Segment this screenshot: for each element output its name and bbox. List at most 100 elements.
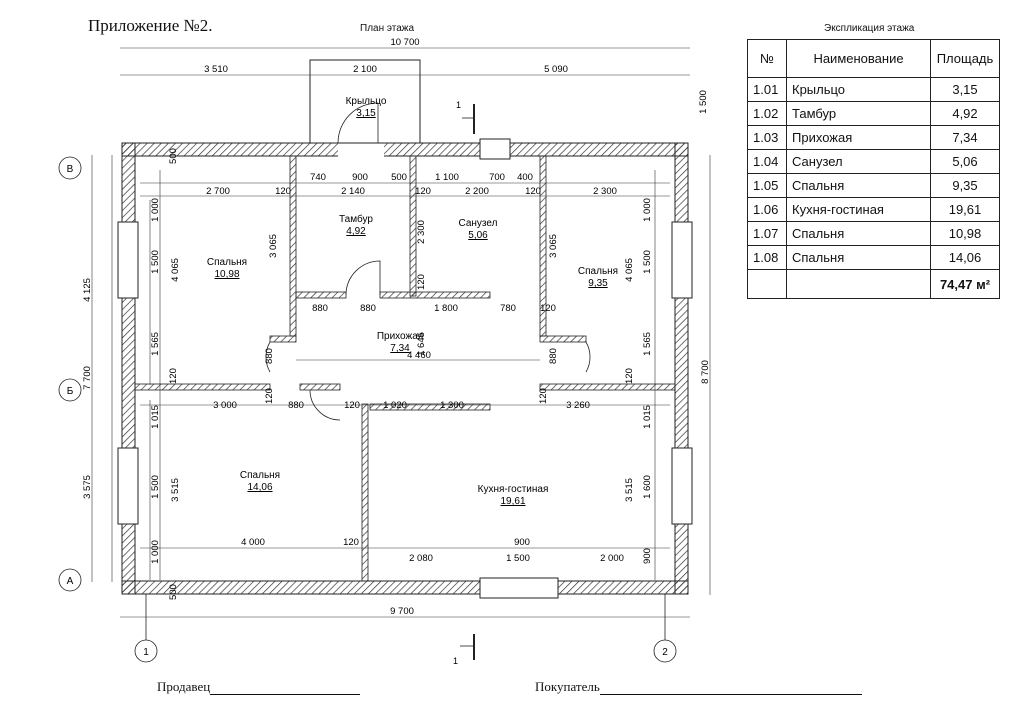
- dim-right-inner-5: 1 600: [642, 475, 653, 499]
- seller-signature-line: [210, 682, 361, 695]
- total-area: 74,47 м²: [930, 269, 1000, 299]
- dim-door-r: 880: [548, 348, 559, 364]
- dim-bot-3: 1 500: [506, 553, 530, 564]
- dim-bot-2: 2 080: [409, 553, 433, 564]
- hall-dimensions: 880 880 1 800 780 120 4 460 2 300 120 1 …: [264, 220, 559, 404]
- bedroom-sw-area: 14,06: [247, 482, 272, 493]
- row-area: 4,92: [930, 101, 1000, 126]
- dim-r2-4: 2 200: [465, 186, 489, 197]
- dim-mid-1: 880: [288, 400, 304, 411]
- dim-right-inner-6: 900: [642, 548, 653, 564]
- buyer-signature-line: [599, 682, 862, 695]
- dim-r1-5: 400: [517, 172, 533, 183]
- dim-right-room-1: 3 515: [624, 478, 635, 502]
- dim-kitchen-width: 900: [514, 537, 530, 548]
- dim-hall-2: 1 800: [434, 303, 458, 314]
- exterior-walls: [117, 138, 693, 599]
- dim-right-inner-1: 1 500: [642, 250, 653, 274]
- vestibule-area: 4,92: [346, 226, 366, 237]
- vestibule-name: Тамбур: [339, 213, 373, 225]
- row-name: Тамбур: [786, 101, 931, 126]
- dim-left-inner-1: 1 500: [150, 250, 161, 274]
- bedroom-nw-area: 10,98: [214, 269, 239, 280]
- dim-mid-5: 3 260: [566, 400, 590, 411]
- dim-r1-3: 1 100: [435, 172, 459, 183]
- table-header-name: Наименование: [786, 39, 931, 78]
- dimension-lines: [91, 47, 711, 618]
- dim-r2-6: 2 300: [593, 186, 617, 197]
- bathroom-area: 5,06: [468, 230, 488, 241]
- section-label-bottom: 1: [453, 656, 458, 666]
- dim-left-room-2: 3 065: [268, 234, 279, 258]
- dim-hall-wall-l: 120: [264, 388, 275, 404]
- dim-hall-wall-r: 120: [538, 388, 549, 404]
- table-header-row: № Наименование Площадь: [747, 39, 1000, 78]
- porch: [309, 59, 421, 144]
- dim-left-inner-4: 1 015: [150, 405, 161, 429]
- dim-left-inner-0: 1 000: [150, 198, 161, 222]
- row-area: 10,98: [930, 221, 1000, 246]
- bedroom-nw-name: Спальня: [207, 257, 247, 268]
- dim-left-inner-6: 1 000: [150, 540, 161, 564]
- row-num: 1.07: [747, 221, 787, 246]
- dim-right-inner-2: 1 565: [642, 332, 653, 356]
- bedroom-ne-area: 9,35: [588, 278, 608, 289]
- dim-top-right: 5 090: [544, 64, 568, 75]
- dim-hall-1: 880: [360, 303, 376, 314]
- buyer-signature: Покупатель: [535, 679, 862, 695]
- axis-label-2: 2: [662, 647, 668, 658]
- dim-r2-0: 2 700: [206, 186, 230, 197]
- table-header-num: №: [747, 39, 787, 78]
- row-num: 1.03: [747, 125, 787, 150]
- row-area: 3,15: [930, 77, 1000, 102]
- top-dimensions: 10 700 3 510 2 100 5 090 1 500 740 900 5…: [204, 37, 709, 197]
- row-name: Кухня-гостиная: [786, 197, 931, 222]
- row-area: 9,35: [930, 173, 1000, 198]
- dim-left-inner-7: 500: [168, 148, 179, 164]
- row-area: 5,06: [930, 149, 1000, 174]
- dim-left-outer-1: 7 700: [82, 366, 93, 390]
- left-dimensions: 4 125 7 700 3 575 1 000 1 500 1 565 120 …: [82, 148, 279, 600]
- dim-hall-height: 1 645: [416, 332, 427, 356]
- dim-r1-2: 500: [391, 172, 407, 183]
- dim-right-outer: 8 700: [700, 360, 711, 384]
- row-num: 1.08: [747, 245, 787, 270]
- dim-top-mid: 2 100: [353, 64, 377, 75]
- dim-left-inner-5: 1 500: [150, 475, 161, 499]
- appendix-title: Приложение №2.: [88, 16, 213, 35]
- row-area: 7,34: [930, 125, 1000, 150]
- axis-label-1: 1: [143, 647, 149, 658]
- dim-right-room-2: 3 065: [548, 234, 559, 258]
- section-label-top: 1: [456, 100, 461, 110]
- dim-left-room-0: 4 065: [170, 258, 181, 282]
- dim-mid-4: 1 300: [440, 400, 464, 411]
- dim-r1-0: 740: [310, 172, 326, 183]
- row-name: Спальня: [786, 173, 931, 198]
- row-area: 19,61: [930, 197, 1000, 222]
- explication-title: Экспликация этажа: [824, 23, 915, 34]
- dim-r2-1: 120: [275, 186, 291, 197]
- table-total-row: 74,47 м²: [747, 269, 1000, 299]
- porch-area: 3,15: [356, 108, 376, 119]
- dim-hall-0: 880: [312, 303, 328, 314]
- axis-label-a: А: [67, 576, 74, 587]
- dim-bot-1: 120: [343, 537, 359, 548]
- dim-porch-depth: 1 500: [698, 90, 709, 114]
- table-header-area: Площадь: [930, 39, 1000, 78]
- dim-left-inner-3: 120: [168, 368, 179, 384]
- dim-right-inner-3: 120: [624, 368, 635, 384]
- dim-mid-2: 120: [344, 400, 360, 411]
- dim-bottom-total: 9 700: [390, 606, 414, 617]
- buyer-label: Покупатель: [535, 679, 600, 694]
- dim-bot-0: 4 000: [241, 537, 265, 548]
- bedroom-sw-name: Спальня: [240, 470, 280, 481]
- right-dimensions: 8 700 1 000 1 500 1 565 120 1 015 1 600 …: [548, 198, 711, 564]
- bedroom-ne-name: Спальня: [578, 266, 618, 277]
- row-num: 1.01: [747, 77, 787, 102]
